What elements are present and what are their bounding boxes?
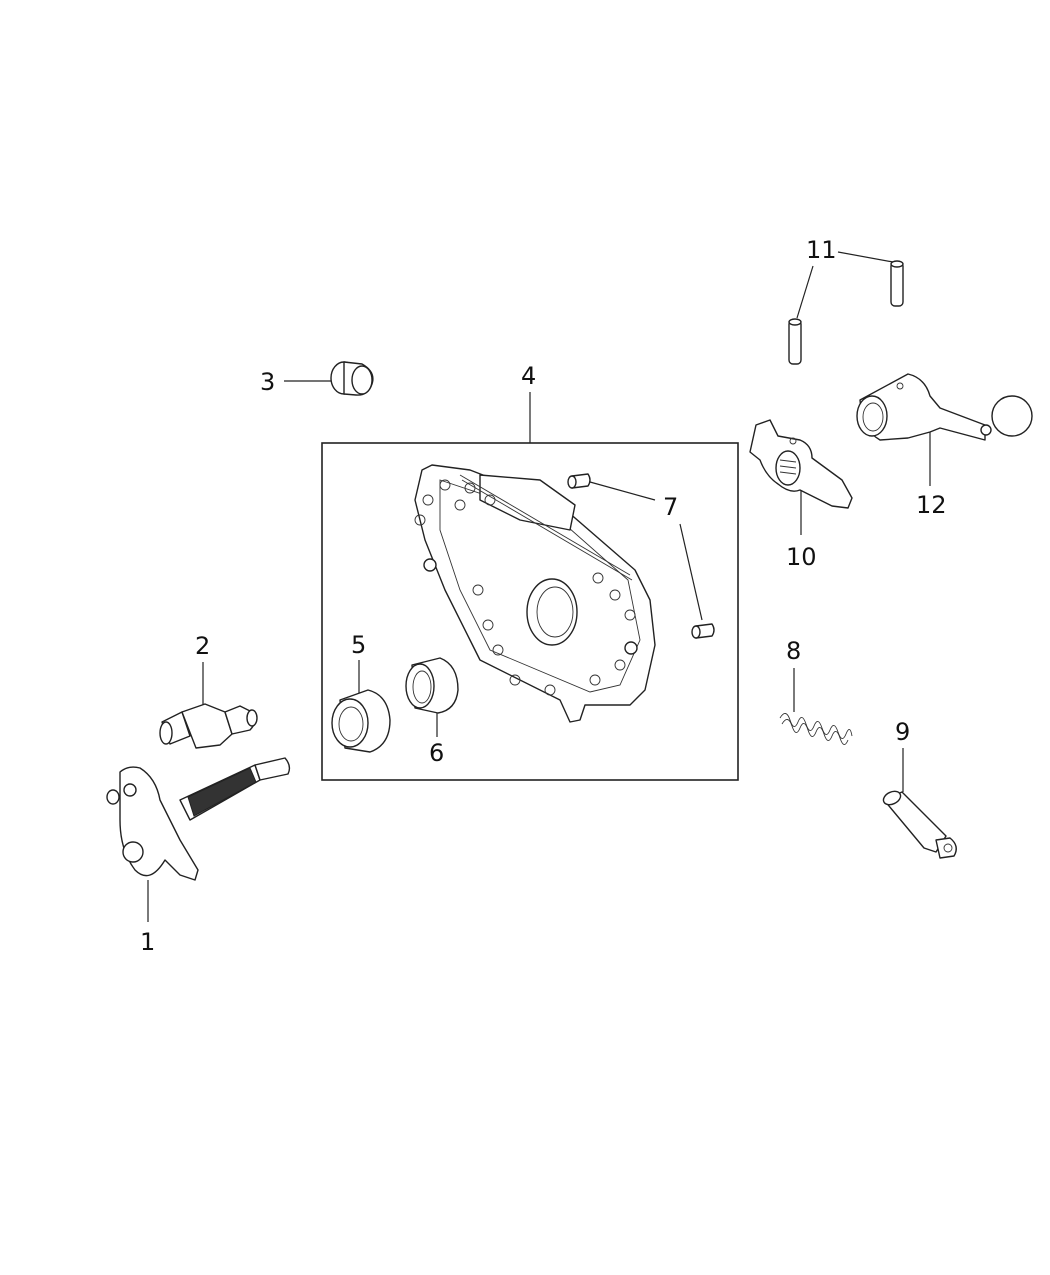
- part-11-roll-pins: [788, 260, 904, 365]
- part-4-housing: [414, 464, 656, 723]
- part-5-seal: [331, 689, 391, 753]
- part-2-sensor: [159, 703, 258, 749]
- leader-line-11a: [796, 265, 814, 319]
- callout-6: 6: [429, 739, 444, 767]
- leader-line-7b: [679, 523, 703, 621]
- part-7-dowel-pins: [567, 473, 715, 639]
- part-1-lever-shaft: [106, 757, 291, 881]
- callout-2: 2: [195, 632, 210, 660]
- callout-5: 5: [351, 631, 366, 659]
- part-3-plug: [330, 361, 374, 396]
- part-12-lever-arm: [856, 373, 1033, 441]
- callout-7: 7: [663, 493, 678, 521]
- leader-line-7a: [589, 481, 656, 501]
- leader-line-11b: [837, 251, 894, 263]
- callout-4: 4: [521, 362, 536, 390]
- part-9-plunger: [882, 790, 957, 859]
- callout-1: 1: [140, 928, 155, 956]
- callout-8: 8: [786, 637, 801, 665]
- callout-3: 3: [260, 368, 275, 396]
- callout-10: 10: [786, 543, 817, 571]
- callout-9: 9: [895, 718, 910, 746]
- part-10-lever-bearing: [749, 419, 853, 509]
- callout-12: 12: [916, 491, 947, 519]
- callout-11: 11: [806, 236, 837, 264]
- part-8-spring: [779, 713, 853, 745]
- part-6-seal: [405, 657, 459, 714]
